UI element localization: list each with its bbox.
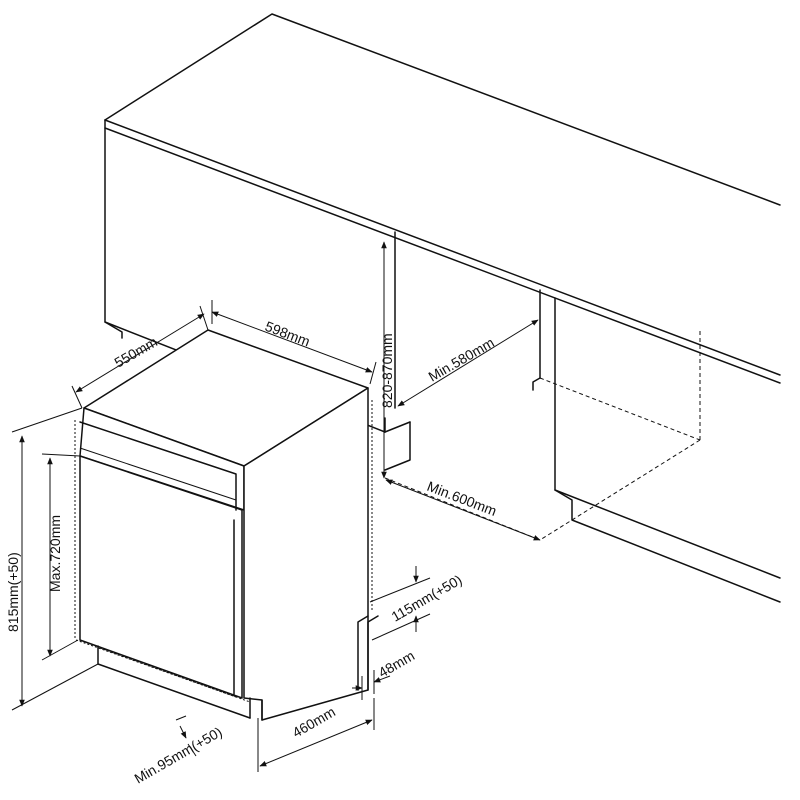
niche bbox=[384, 231, 781, 603]
label-min-plinth: Min.95mm(+50) bbox=[132, 724, 225, 787]
label-min-width: Min.600mm bbox=[425, 478, 499, 519]
dimension-lines bbox=[11, 241, 541, 772]
label-width: 598mm bbox=[263, 318, 312, 350]
label-total-height: 815mm(+50) bbox=[5, 552, 21, 632]
countertop bbox=[104, 13, 781, 384]
dishwasher bbox=[74, 329, 379, 721]
label-min-depth: Min.580mm bbox=[426, 334, 497, 384]
label-plinth-offset: 48mm bbox=[376, 647, 418, 680]
label-door-height: Max.720mm bbox=[47, 515, 63, 592]
label-cabinet-height: 820-870mm bbox=[379, 333, 395, 408]
